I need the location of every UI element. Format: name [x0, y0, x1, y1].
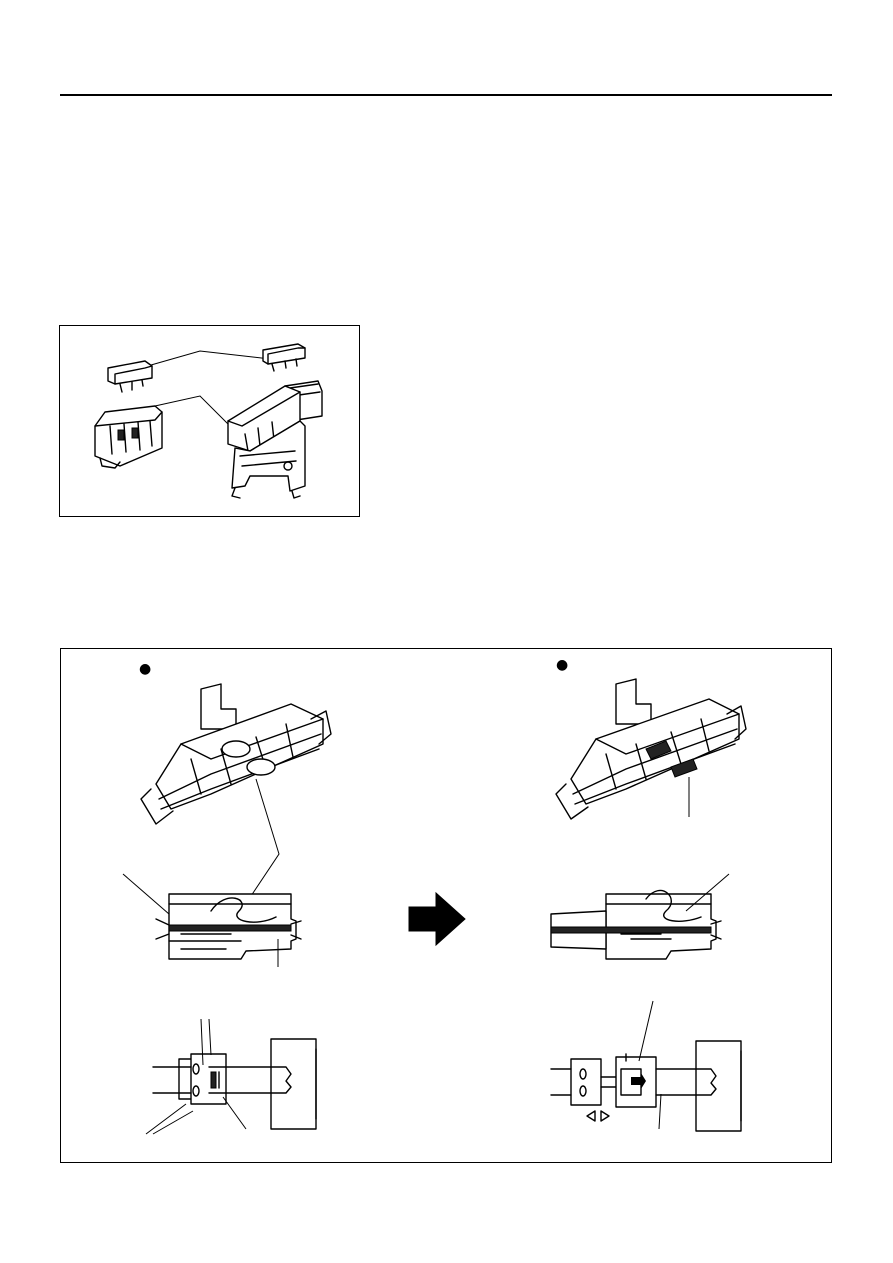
header-rule — [60, 94, 832, 96]
section-right — [550, 889, 722, 960]
state-change-arrow[interactable] — [408, 891, 466, 947]
connector-assembly-figure — [59, 325, 360, 517]
terminal-lock-drawing — [122, 678, 747, 1135]
terminal-lock-figure: ● ● — [60, 648, 832, 1163]
retainer-right — [262, 343, 306, 372]
bullet-right: ● — [556, 657, 569, 673]
connector-left — [94, 405, 163, 469]
schematic-left — [152, 1038, 317, 1130]
schematic-right — [550, 1040, 742, 1132]
connector-right — [227, 380, 323, 499]
connector-perspective-right — [555, 678, 747, 820]
section-left — [155, 893, 302, 960]
bullet-left: ● — [139, 661, 152, 677]
connector-assembly-drawing — [94, 343, 323, 499]
retainer-left — [107, 360, 153, 393]
connector-perspective-left — [140, 683, 332, 825]
